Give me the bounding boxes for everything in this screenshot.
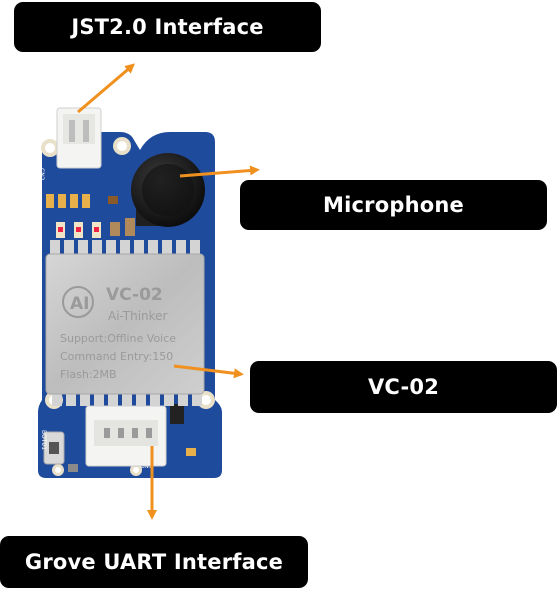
module-line1: Support:Offline Voice [60,332,176,345]
smd-components [43,194,196,472]
module-line2: Command Entry:150 [60,350,173,363]
callout-arrows [77,63,260,520]
microphone-label: Microphone [240,180,547,230]
module-brand-text: Ai-Thinker [108,309,168,323]
jst-connector [56,107,102,169]
vc02-label: VC-02 [250,361,557,413]
module-model-text: VC-02 [106,285,163,305]
jst-interface-label: JST2.0 Interface [14,2,321,52]
arrow-jst [77,63,136,114]
grove-uart-interface-label: Grove UART Interface [0,536,308,588]
microphone-part [131,153,205,227]
module-pins [50,240,202,406]
silk-cn2: CN2 [38,168,45,181]
arrow-microphone [179,165,260,178]
vc02-module: AI VC-02 Ai-Thinker Support:Offline Voic… [45,253,205,395]
grove-connector [85,405,167,467]
silk-bot01: BOT01 [40,430,47,450]
svg-text:AI: AI [70,294,89,314]
module-line3: Flash:2MB [60,368,117,381]
arrow-vc02 [173,364,244,379]
